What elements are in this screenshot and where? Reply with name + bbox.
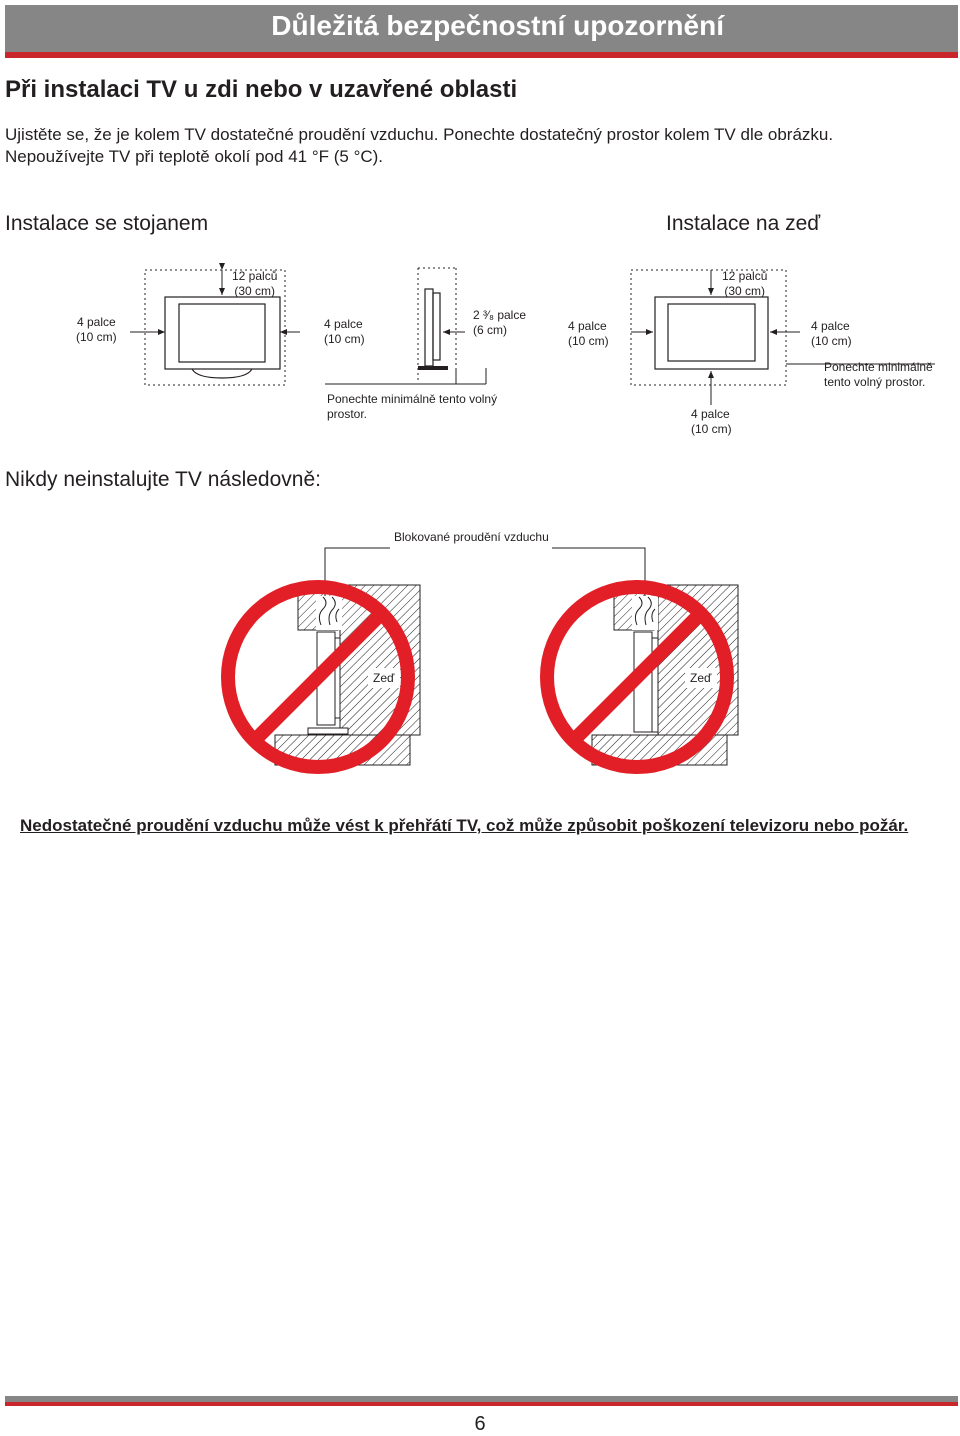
wall-left-clearance-label: 4 palce(10 cm) bbox=[568, 319, 609, 348]
footer-accent-line bbox=[5, 1402, 958, 1406]
stand-rear-clearance-label: 2 ³⁄₈ palce(6 cm) bbox=[473, 308, 527, 337]
page-header-title: Důležitá bezpečnostní upozornění bbox=[271, 10, 724, 41]
stand-right-clearance-label: 4 palce(10 cm) bbox=[324, 317, 365, 346]
stand-tv-front-diagram bbox=[130, 263, 300, 386]
header-accent-line bbox=[5, 52, 958, 58]
stand-left-clearance-label: 4 palce(10 cm) bbox=[76, 315, 117, 344]
intro-line-1: Ujistěte se, že je kolem TV dostatečné p… bbox=[5, 125, 834, 144]
stand-install-title: Instalace se stojanem bbox=[5, 212, 209, 235]
wall-right-clearance-label: 4 palce(10 cm) bbox=[811, 319, 852, 348]
wall-install-title: Instalace na zeď bbox=[666, 212, 821, 235]
overheating-warning: Nedostatečné proudění vzduchu může vést … bbox=[20, 816, 909, 835]
blocked-airflow-label: Blokované proudění vzduchu bbox=[394, 530, 549, 544]
header-bar bbox=[5, 5, 958, 52]
prohibited-install-right bbox=[540, 580, 739, 774]
wall-top-clearance-label: 12 palců(30 cm) bbox=[722, 269, 768, 298]
page-number: 6 bbox=[474, 1413, 486, 1435]
section-title: Při instalaci TV u zdi nebo v uzavřené o… bbox=[5, 76, 518, 103]
wall-tv-diagram bbox=[630, 269, 935, 405]
wall-label-left: Zeď bbox=[373, 671, 395, 685]
footer-bar bbox=[5, 1396, 958, 1402]
wall-bottom-clearance-label: 4 palce(10 cm) bbox=[691, 407, 732, 436]
prohibited-install-left bbox=[221, 580, 421, 774]
intro-line-2: Nepoužívejte TV při teplotě okolí pod 41… bbox=[5, 147, 384, 166]
wall-label-right: Zeď bbox=[690, 671, 712, 685]
stand-top-clearance-label: 12 palců(30 cm) bbox=[232, 269, 278, 298]
never-install-title: Nikdy neinstalujte TV následovně: bbox=[5, 468, 321, 491]
stand-tv-side-diagram bbox=[325, 267, 487, 385]
